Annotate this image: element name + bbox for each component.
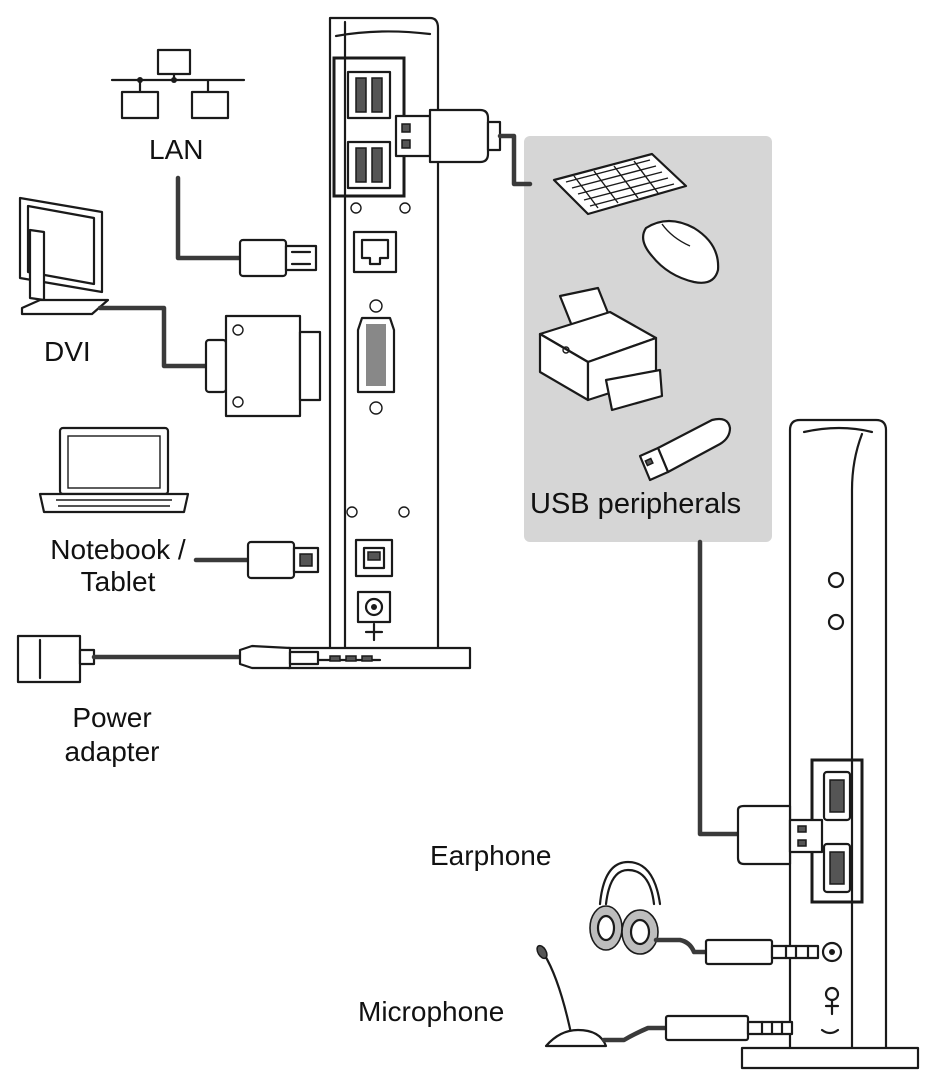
lan-connector — [238, 238, 318, 278]
microphone-plug — [664, 1014, 794, 1042]
lan-label: LAN — [149, 134, 204, 165]
notebook-icon — [38, 426, 190, 514]
headphones-icon — [589, 860, 662, 955]
usb-a-plug-top — [394, 108, 502, 164]
dvi-connector — [204, 314, 322, 418]
power-adapter-icon — [16, 634, 96, 684]
earphone-cable — [653, 937, 709, 955]
earphone-plug — [704, 938, 820, 966]
power-adapter-label-line2: adapter — [64, 736, 160, 767]
usb-peripherals-label: USB peripherals — [530, 488, 742, 520]
monitor-icon — [18, 196, 110, 316]
rear-usb-ports — [332, 56, 411, 214]
side-audio-jacks — [820, 941, 843, 1035]
dvi-cable — [97, 305, 209, 369]
dvi-label: DVI — [44, 336, 91, 367]
microphone-cable — [601, 1025, 669, 1043]
side-usb-cable — [697, 539, 741, 837]
notebook-usb-connector — [246, 540, 320, 580]
microphone-icon — [536, 944, 608, 1048]
microphone-label: Microphone — [358, 996, 505, 1027]
power-adapter-label-line1: Power — [72, 702, 152, 733]
rear-lan-port — [352, 230, 398, 274]
rear-dvi-port — [356, 299, 396, 415]
printer-icon — [538, 286, 664, 412]
mouse-icon — [641, 219, 720, 284]
rear-upstream-usb-port — [346, 506, 410, 578]
power-plug — [238, 644, 320, 670]
side-usb-ports — [810, 758, 864, 904]
usb-peripherals-cable — [497, 133, 533, 187]
rear-power-jack — [356, 590, 392, 642]
usb-flash-drive-icon — [638, 417, 732, 482]
keyboard-icon — [552, 152, 688, 216]
notebook-label-line1: Notebook / — [50, 534, 186, 565]
notebook-label-line2: Tablet — [80, 566, 156, 597]
lan-network-icon — [110, 48, 246, 120]
earphone-label: Earphone — [430, 840, 552, 871]
lan-cable — [175, 175, 243, 261]
usb-a-plug-side — [736, 804, 824, 866]
